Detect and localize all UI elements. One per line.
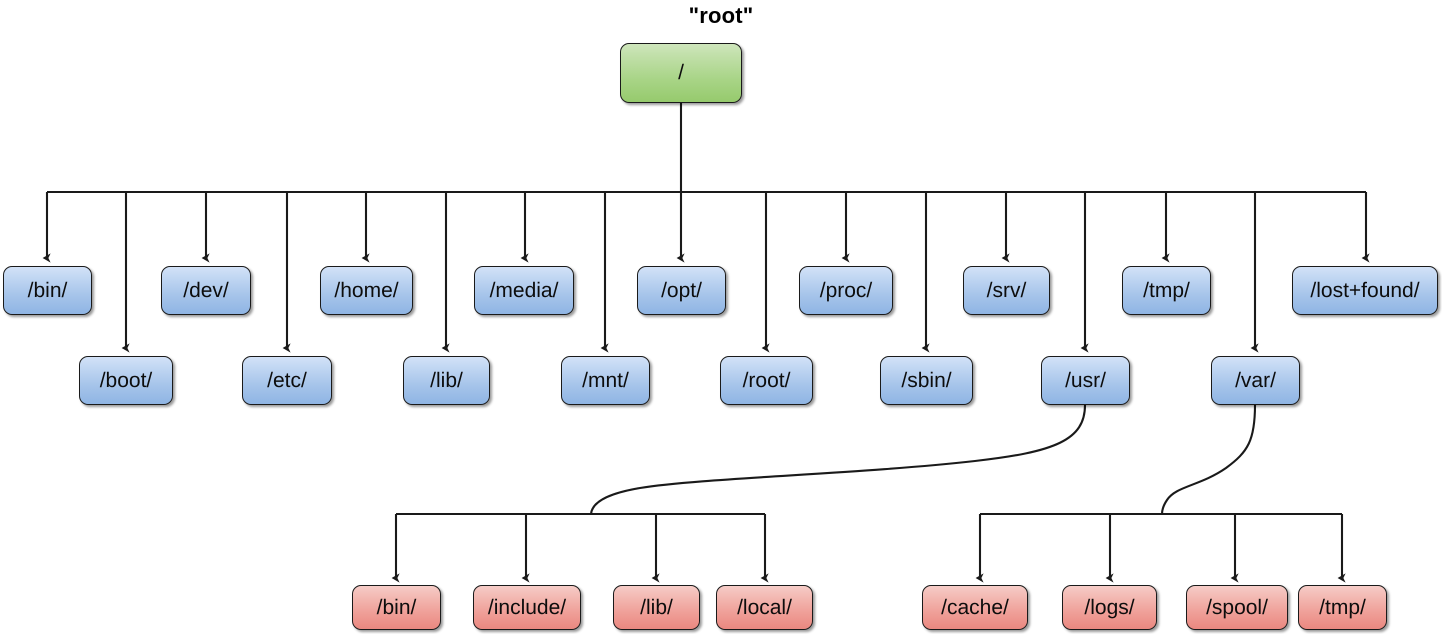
node-home[interactable]: /home/ [320, 266, 413, 315]
node-usr-bin[interactable]: /bin/ [352, 585, 441, 630]
node-proc-label: /proc/ [819, 278, 873, 302]
node-var-cache-label: /cache/ [941, 595, 1009, 619]
node-var-label: /var/ [1235, 368, 1276, 392]
node-usr-include[interactable]: /include/ [473, 585, 581, 630]
node-usr-lib-label: /lib/ [640, 595, 673, 619]
node-boot[interactable]: /boot/ [79, 356, 173, 405]
node-usr-include-label: /include/ [487, 595, 567, 619]
node-tmp-label: /tmp/ [1143, 278, 1190, 302]
node-var-logs-label: /logs/ [1084, 595, 1135, 619]
node-lost-found[interactable]: /lost+found/ [1292, 266, 1438, 315]
node-sbin-label: /sbin/ [901, 368, 952, 392]
node-usr-bin-label: /bin/ [376, 595, 417, 619]
node-var-cache[interactable]: /cache/ [922, 585, 1028, 630]
node-bin-label: /bin/ [27, 278, 68, 302]
node-usr-local[interactable]: /local/ [716, 585, 813, 630]
node-root-dir-label: /root/ [742, 368, 791, 392]
node-var[interactable]: /var/ [1211, 356, 1300, 405]
node-srv[interactable]: /srv/ [963, 266, 1050, 315]
node-root-dir[interactable]: /root/ [720, 356, 813, 405]
node-etc[interactable]: /etc/ [242, 356, 332, 405]
edge-curve-var [1160, 404, 1257, 515]
node-opt[interactable]: /opt/ [637, 266, 726, 315]
node-etc-label: /etc/ [267, 368, 307, 392]
node-media-label: /media/ [489, 278, 559, 302]
node-mnt-label: /mnt/ [582, 368, 629, 392]
node-mnt[interactable]: /mnt/ [561, 356, 650, 405]
node-root-label: / [678, 61, 684, 84]
node-var-spool[interactable]: /spool/ [1186, 585, 1288, 630]
node-sbin[interactable]: /sbin/ [880, 356, 973, 405]
node-bin[interactable]: /bin/ [3, 266, 92, 315]
node-var-logs[interactable]: /logs/ [1062, 585, 1157, 630]
node-tmp[interactable]: /tmp/ [1122, 266, 1211, 315]
node-var-tmp[interactable]: /tmp/ [1298, 585, 1387, 630]
node-dev[interactable]: /dev/ [161, 266, 251, 315]
root-caption: "root" [688, 3, 754, 28]
edge-curve-usr [589, 404, 1087, 515]
node-root[interactable]: / [620, 43, 742, 103]
node-boot-label: /boot/ [99, 368, 153, 392]
node-media[interactable]: /media/ [474, 266, 574, 315]
node-srv-label: /srv/ [986, 278, 1027, 302]
node-dev-label: /dev/ [183, 278, 229, 302]
node-lib-label: /lib/ [430, 368, 463, 392]
node-usr-label: /usr/ [1065, 368, 1106, 392]
node-usr-lib[interactable]: /lib/ [613, 585, 700, 630]
node-home-label: /home/ [334, 278, 399, 302]
node-var-spool-label: /spool/ [1206, 595, 1268, 619]
node-opt-label: /opt/ [661, 278, 702, 302]
node-proc[interactable]: /proc/ [799, 266, 893, 315]
node-usr-local-label: /local/ [737, 595, 792, 619]
node-usr[interactable]: /usr/ [1041, 356, 1130, 405]
node-lib[interactable]: /lib/ [403, 356, 490, 405]
node-lost-found-label: /lost+found/ [1310, 278, 1420, 302]
node-var-tmp-label: /tmp/ [1319, 595, 1366, 619]
